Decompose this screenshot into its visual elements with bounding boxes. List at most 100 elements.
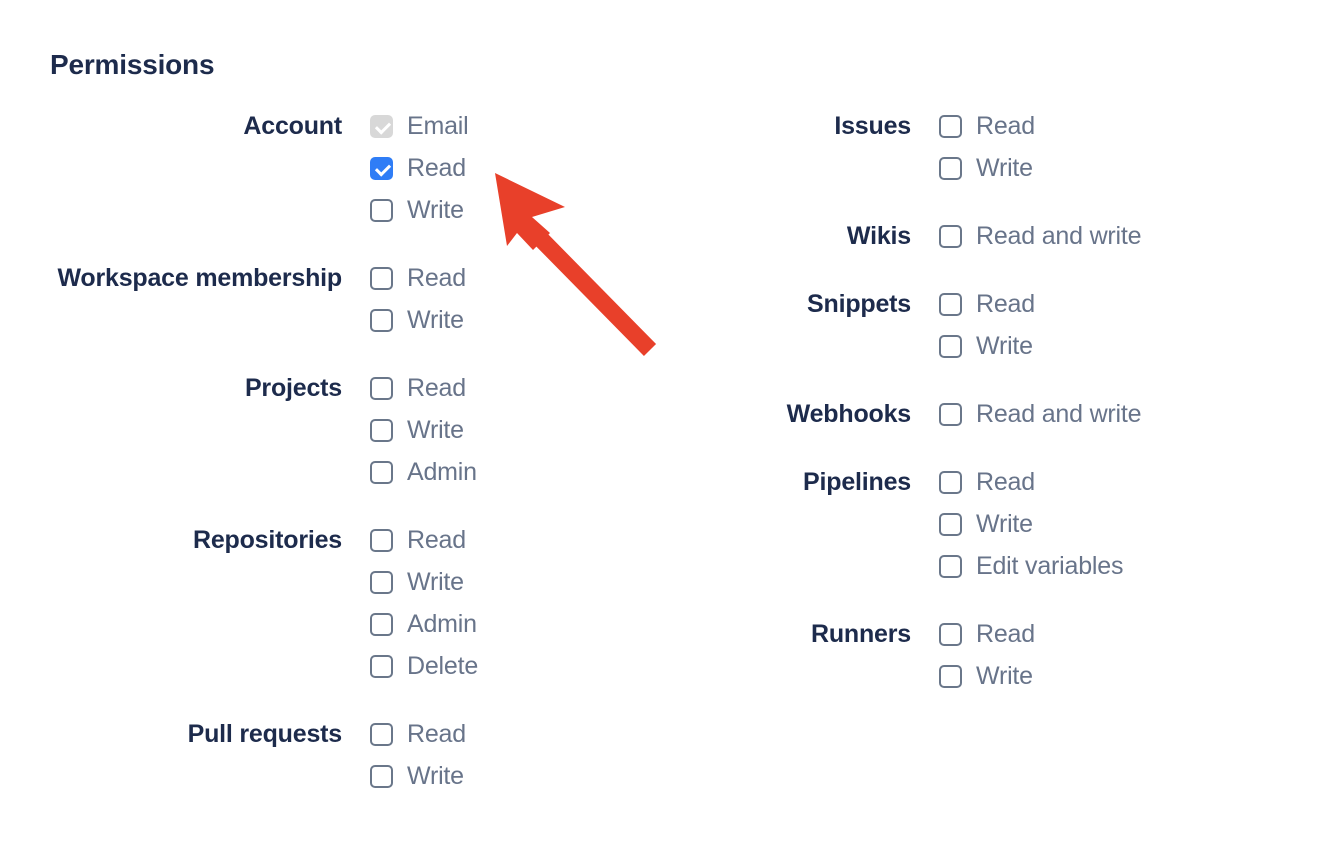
permission-option-row[interactable]: Edit variables — [939, 545, 1123, 587]
option-label: Write — [976, 153, 1033, 182]
permission-option-row[interactable]: Write — [370, 561, 478, 603]
group-options: Read and write — [911, 393, 1142, 435]
permission-option-row[interactable]: Write — [370, 189, 469, 231]
checkbox-unchecked[interactable] — [939, 292, 962, 316]
checkbox-unchecked[interactable] — [939, 156, 962, 180]
checkbox-unchecked[interactable] — [370, 612, 393, 636]
permission-option-row[interactable]: Write — [939, 503, 1123, 545]
group-label: Webhooks — [786, 400, 912, 428]
permission-option-row[interactable]: Read — [939, 105, 1035, 147]
checkbox-unchecked[interactable] — [370, 460, 393, 484]
checkbox-unchecked[interactable] — [370, 418, 393, 442]
option-label: Write — [407, 761, 464, 790]
permission-option-row[interactable]: Write — [939, 655, 1035, 697]
option-label: Write — [407, 567, 464, 596]
group-label: Repositories — [192, 526, 342, 554]
group-label: Wikis — [846, 222, 911, 250]
option-label: Read — [407, 525, 466, 554]
checkbox-unchecked[interactable] — [939, 470, 962, 494]
option-label: Write — [407, 305, 464, 334]
checkbox-unchecked[interactable] — [370, 266, 393, 290]
option-label: Read — [976, 619, 1035, 648]
group-label: Pipelines — [803, 468, 911, 496]
group-options: Read and write — [911, 215, 1142, 257]
group-label: Workspace membership — [57, 264, 342, 292]
group-label: Runners — [810, 620, 911, 648]
group-label: Issues — [834, 112, 911, 140]
checkbox-unchecked[interactable] — [370, 764, 393, 788]
checkbox-unchecked[interactable] — [939, 622, 962, 646]
page-title: Permissions — [50, 49, 215, 80]
permission-option-row[interactable]: Read — [370, 367, 477, 409]
checkbox-unchecked[interactable] — [939, 512, 962, 536]
permission-option-row[interactable]: Write — [370, 299, 466, 341]
checkbox-unchecked[interactable] — [370, 198, 393, 222]
option-label: Email — [407, 111, 469, 140]
option-label: Write — [976, 509, 1033, 538]
permission-option-row[interactable]: Read — [370, 257, 466, 299]
permission-option-row[interactable]: Write — [939, 147, 1035, 189]
checkbox-unchecked[interactable] — [939, 114, 962, 138]
permission-option-row[interactable]: Write — [370, 755, 466, 797]
permission-option-row: Email — [370, 105, 469, 147]
permission-option-row[interactable]: Admin — [370, 451, 477, 493]
permission-option-row[interactable]: Read — [370, 519, 478, 561]
option-label: Edit variables — [976, 551, 1124, 580]
permission-option-row[interactable]: Write — [370, 409, 477, 451]
checkbox-unchecked[interactable] — [939, 554, 962, 578]
option-label: Write — [976, 661, 1033, 690]
checkbox-unchecked[interactable] — [939, 402, 962, 426]
checkbox-checked[interactable] — [370, 156, 393, 180]
option-label: Admin — [407, 609, 477, 638]
option-label: Delete — [407, 651, 479, 680]
checkbox-disabled-checked — [370, 114, 393, 138]
group-label: Snippets — [807, 290, 911, 318]
permission-group: Wikis Read and write — [660, 215, 1322, 257]
permission-option-row[interactable]: Read and write — [939, 393, 1142, 435]
checkbox-unchecked[interactable] — [370, 570, 393, 594]
option-label: Read — [407, 373, 466, 402]
checkbox-unchecked[interactable] — [939, 224, 962, 248]
option-label: Write — [976, 331, 1033, 360]
checkbox-unchecked[interactable] — [370, 722, 393, 746]
option-label: Read and write — [976, 399, 1142, 428]
checkbox-unchecked[interactable] — [939, 334, 962, 358]
checkbox-unchecked[interactable] — [370, 308, 393, 332]
checkbox-unchecked[interactable] — [370, 654, 393, 678]
option-label: Write — [407, 195, 464, 224]
permission-option-row[interactable]: Read — [939, 461, 1123, 503]
option-label: Read and write — [976, 221, 1142, 250]
permission-option-row[interactable]: Read — [370, 713, 466, 755]
checkbox-unchecked[interactable] — [370, 376, 393, 400]
option-label: Read — [976, 289, 1035, 318]
permission-option-row[interactable]: Read — [939, 613, 1035, 655]
check-icon — [374, 117, 392, 135]
option-label: Read — [976, 467, 1035, 496]
permission-option-row[interactable]: Read and write — [939, 215, 1142, 257]
group-label: Projects — [244, 374, 342, 402]
permission-option-row[interactable]: Read — [370, 147, 469, 189]
permission-option-row[interactable]: Write — [939, 325, 1035, 367]
permission-option-row[interactable]: Read — [939, 283, 1035, 325]
checkbox-unchecked[interactable] — [939, 664, 962, 688]
permission-option-row[interactable]: Admin — [370, 603, 478, 645]
check-icon — [374, 159, 392, 177]
option-label: Admin — [407, 457, 477, 486]
permission-option-row[interactable]: Delete — [370, 645, 478, 687]
checkbox-unchecked[interactable] — [370, 528, 393, 552]
